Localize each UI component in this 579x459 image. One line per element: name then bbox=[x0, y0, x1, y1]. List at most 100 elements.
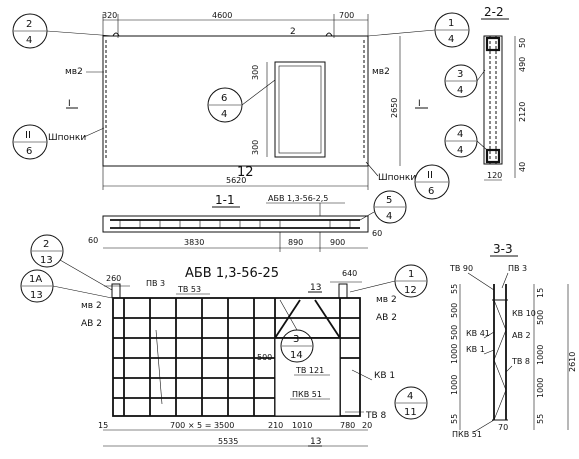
label-tv121: ТВ 121 bbox=[295, 366, 324, 375]
dim-2120: 2120 bbox=[518, 102, 527, 122]
dim-260: 260 bbox=[106, 274, 121, 283]
section-mark-I-left: I bbox=[68, 99, 71, 109]
dim-right-300: 300 bbox=[251, 65, 260, 80]
cage-vertical-bars bbox=[123, 298, 341, 416]
dim-120: 120 bbox=[487, 171, 502, 180]
section-3-3-title: 3-3 bbox=[493, 242, 513, 256]
section-2-2-title: 2-2 bbox=[484, 5, 504, 19]
callout-2-13: 2 13 bbox=[30, 234, 113, 291]
svg-text:5: 5 bbox=[386, 195, 392, 206]
opening bbox=[274, 61, 326, 158]
section-mark-2: 2 bbox=[290, 27, 296, 37]
svg-text:3: 3 bbox=[457, 69, 463, 80]
svg-text:4: 4 bbox=[221, 109, 227, 120]
dim-890: 890 bbox=[288, 238, 303, 247]
svg-text:II: II bbox=[25, 130, 31, 141]
label-pv3: ПВ 3 bbox=[508, 264, 527, 273]
svg-text:1А: 1А bbox=[29, 274, 42, 285]
dim-15: 15 bbox=[98, 421, 108, 430]
svg-text:1: 1 bbox=[408, 269, 414, 280]
label-tv90: ТВ 90 bbox=[449, 264, 473, 273]
label-av2-left: АВ 2 bbox=[81, 319, 102, 329]
dim-l-500-a: 500 bbox=[450, 303, 459, 318]
callout-1-4: 1 4 bbox=[367, 12, 470, 48]
svg-text:6: 6 bbox=[26, 146, 32, 157]
dim-l-55-bottom: 55 bbox=[450, 414, 459, 424]
dim-r-15: 15 bbox=[536, 288, 545, 298]
callout-3-4: 3 4 bbox=[444, 64, 486, 98]
callout-II-6-left: II 6 bbox=[12, 124, 48, 160]
dim-2610: 2610 bbox=[568, 352, 577, 372]
label-kv1: КВ 1 bbox=[466, 345, 485, 354]
label-av2: АВ 2 bbox=[512, 331, 531, 340]
dim-top-320: 320 bbox=[102, 11, 117, 20]
section-1-1-title: 1-1 bbox=[215, 193, 235, 207]
dim-40: 40 bbox=[518, 162, 527, 172]
label-av2-right: АВ 2 bbox=[376, 313, 397, 323]
label-pv3: ПВ 3 bbox=[146, 279, 165, 288]
svg-text:6: 6 bbox=[221, 93, 227, 104]
note-shponki-right: Шпонки bbox=[378, 173, 416, 183]
dim-l-1000-a: 1000 bbox=[450, 344, 459, 364]
dim-top-700: 700 bbox=[339, 11, 354, 20]
label-mv2-right: мв 2 bbox=[376, 295, 397, 305]
svg-text:6: 6 bbox=[428, 186, 434, 197]
dim-l-55-top: 55 bbox=[450, 284, 459, 294]
dim-r-1000-a: 1000 bbox=[536, 345, 545, 365]
dim-l-1000-b: 1000 bbox=[450, 375, 459, 395]
svg-text:12: 12 bbox=[404, 285, 417, 296]
dim-490: 490 bbox=[518, 57, 527, 72]
callout-3-14: 3 14 bbox=[279, 299, 314, 363]
cage-title: АБВ 1,3-56-25 bbox=[185, 266, 279, 281]
label-tv53: ТВ 53 bbox=[177, 285, 201, 294]
panel-outline bbox=[102, 35, 369, 167]
reinforcement-cage: АБВ 1,3-56-25 bbox=[20, 234, 428, 447]
section-mark-13-bottom: 13 bbox=[310, 437, 321, 447]
svg-text:4: 4 bbox=[26, 35, 32, 46]
dim-3830: 3830 bbox=[184, 238, 204, 247]
label-kv10: КВ 10 bbox=[512, 309, 536, 318]
callout-4-11: 4 11 bbox=[394, 386, 428, 420]
label-kv41: КВ 41 bbox=[466, 329, 490, 338]
callout-2-4: 2 4 bbox=[12, 13, 115, 49]
callout-4-4: 4 4 bbox=[444, 124, 488, 158]
note-mv2-left: мв2 bbox=[65, 67, 83, 77]
dim-60-left: 60 bbox=[88, 236, 98, 245]
note-shponki-left: Шпонки bbox=[48, 133, 86, 143]
svg-text:13: 13 bbox=[40, 255, 53, 266]
label-pkv51: ПКВ 51 bbox=[292, 390, 322, 399]
svg-text:11: 11 bbox=[404, 407, 417, 418]
section-2-2: 2-2 50 490 2120 40 120 3 4 4 4 bbox=[444, 5, 527, 181]
dim-bottom-5620: 5620 bbox=[226, 176, 246, 185]
section-mark-13-top: 13 bbox=[310, 283, 321, 293]
label-tv8: ТВ 8 bbox=[365, 411, 387, 421]
section-1-1-label: АБВ 1,3-56-2,5 bbox=[268, 194, 328, 203]
svg-text:4: 4 bbox=[457, 145, 463, 156]
panel-mark: 12 bbox=[237, 165, 254, 180]
svg-text:4: 4 bbox=[457, 129, 463, 140]
dim-bottom-300: 300 bbox=[251, 140, 260, 155]
dim-900: 900 bbox=[330, 238, 345, 247]
dim-700x5: 700 × 5 = 3500 bbox=[170, 421, 234, 430]
dim-r-1000-b: 1000 bbox=[536, 378, 545, 398]
dim-640: 640 bbox=[342, 269, 357, 278]
label-pkv51: ПКВ 51 bbox=[452, 430, 482, 439]
section-3-3: 3-3 55 500 500 1000 1000 55 15 500 1000 … bbox=[449, 242, 577, 439]
dim-1010: 1010 bbox=[292, 421, 312, 430]
dim-60-right: 60 bbox=[372, 229, 382, 238]
callout-6-4: 6 4 bbox=[207, 79, 276, 123]
callout-5-4: 5 4 bbox=[359, 190, 407, 224]
svg-text:2: 2 bbox=[43, 239, 49, 250]
svg-text:3: 3 bbox=[293, 334, 299, 345]
dim-right-2650: 2650 bbox=[390, 98, 399, 118]
dim-r-500: 500 bbox=[536, 310, 545, 325]
dim-20: 20 bbox=[362, 421, 372, 430]
dim-l-500-b: 500 bbox=[450, 325, 459, 340]
label-kv1: КВ 1 bbox=[374, 371, 395, 381]
svg-text:4: 4 bbox=[457, 85, 463, 96]
note-mv2-right: мв2 bbox=[372, 67, 390, 77]
panel-elevation: 320 4600 700 300 300 2650 5620 12 мв2 мв… bbox=[12, 11, 470, 200]
dim-780: 780 bbox=[340, 421, 355, 430]
